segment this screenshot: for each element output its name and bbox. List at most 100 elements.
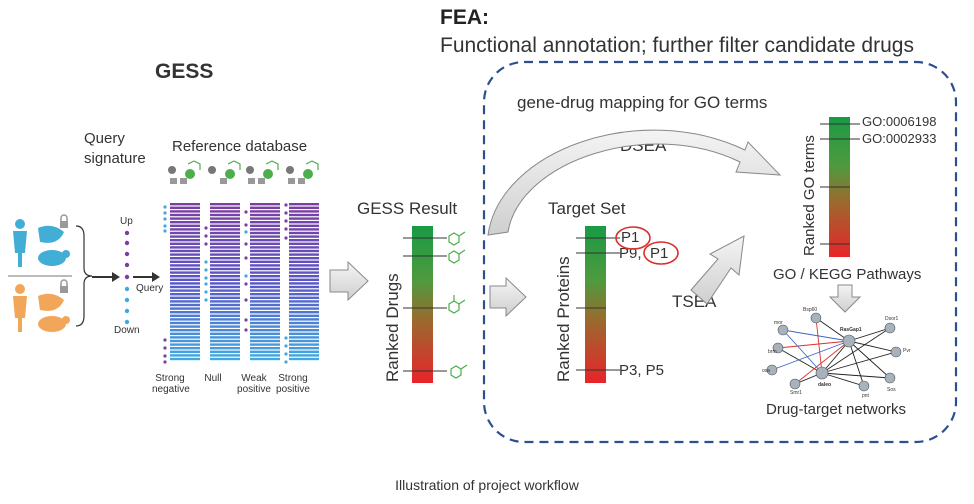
reference-dot	[204, 290, 208, 294]
reference-bar-row	[210, 253, 240, 256]
reference-dot	[284, 352, 288, 356]
reference-bar-row	[289, 221, 319, 224]
highlight-circle-p1-top	[615, 226, 651, 250]
reference-bar-row	[210, 321, 240, 325]
network-node-label: mor	[774, 320, 783, 326]
reference-bar-row	[170, 314, 200, 317]
reference-dot	[204, 226, 208, 230]
reference-dot	[244, 282, 248, 286]
reference-bar-row	[170, 296, 200, 299]
reference-dot	[163, 360, 167, 364]
reference-bar-row	[170, 206, 200, 209]
reference-bar-row	[170, 228, 200, 231]
reference-bar-row	[210, 206, 240, 209]
reference-bar-row	[250, 350, 280, 353]
mouse-orange-icon	[38, 316, 70, 332]
reference-bar-row	[210, 264, 240, 267]
reference-bar-row	[289, 314, 319, 317]
reference-bar-row	[250, 210, 280, 213]
reference-dot	[244, 298, 248, 302]
reference-dot	[204, 298, 208, 302]
reference-bar-row	[210, 329, 240, 332]
reference-bar-row	[250, 325, 280, 328]
reference-bar-row	[289, 336, 319, 339]
reference-bar-row	[289, 354, 319, 357]
reference-bar-row	[170, 321, 200, 325]
reference-bar-row	[250, 260, 280, 263]
reference-bar-row	[289, 347, 319, 350]
reference-bar-row	[289, 235, 319, 238]
reference-bar-row	[210, 296, 240, 299]
reference-bar-row	[289, 339, 319, 343]
reference-bar-row	[210, 343, 240, 346]
reference-dot	[284, 360, 288, 364]
reference-bar-row	[250, 329, 280, 332]
reference-bar-row	[170, 336, 200, 339]
reference-bar-row	[210, 260, 240, 263]
reference-bar-row	[289, 293, 319, 296]
reference-bar-row	[250, 257, 280, 260]
drug-target-network-graph: morBsp60RasGap1Dsor1PvrbrmosaSosSmr1dale…	[762, 307, 911, 399]
reference-icons	[168, 160, 319, 184]
reference-bar-row	[289, 307, 319, 310]
reference-bar-row	[289, 264, 319, 267]
reference-bar-row	[289, 278, 319, 281]
reference-database-label: Reference database	[172, 138, 308, 155]
network-node-label: RasGap1	[840, 327, 862, 333]
reference-bar-row	[250, 278, 280, 281]
reference-bar-row	[210, 350, 240, 353]
block-arrow-to-network	[828, 284, 862, 313]
tissue-orange-icon	[38, 293, 64, 311]
figure-caption: Illustration of project workflow	[395, 477, 579, 493]
reference-dot	[244, 242, 248, 246]
reference-bar-row	[170, 278, 200, 281]
reference-bar-row	[289, 203, 319, 206]
reference-dot	[163, 354, 167, 358]
reference-bar-row	[250, 289, 280, 292]
reference-bar-row	[250, 303, 280, 307]
reference-bar-row	[210, 242, 240, 245]
reference-dot	[204, 260, 208, 264]
reference-bar-row	[250, 253, 280, 256]
query-signature-dots	[124, 230, 130, 325]
reference-bar-row	[289, 311, 319, 314]
reference-bar-row	[170, 267, 200, 271]
reference-bar-row	[289, 239, 319, 242]
reference-bar-row	[210, 307, 240, 310]
gene-drug-mapping-label: gene-drug mapping for GO terms	[517, 93, 768, 112]
column-label-null: Null	[204, 373, 222, 384]
reference-dot	[163, 211, 167, 215]
reference-bar-row	[170, 224, 200, 227]
reference-bar-row	[289, 303, 319, 307]
network-node-label: daleo	[818, 382, 831, 388]
reference-bar-row	[289, 357, 319, 361]
network-node-label: osa	[762, 368, 770, 374]
reference-dot	[204, 268, 208, 272]
reference-bar-row	[170, 307, 200, 310]
reference-bar-row	[210, 325, 240, 328]
reference-bar-row	[250, 307, 280, 310]
reference-bar-row	[289, 260, 319, 263]
fea-dashed-region	[482, 60, 958, 444]
drug-molecule-icons	[448, 231, 468, 379]
go-kegg-pathways-label: GO / KEGG Pathways	[773, 266, 922, 283]
reference-bar-row	[210, 357, 240, 361]
block-arrow-to-gess-result	[329, 260, 369, 302]
reference-bar-row	[289, 228, 319, 231]
reference-bar-row	[289, 271, 319, 274]
reference-bar-row	[170, 285, 200, 289]
reference-bar-row	[250, 321, 280, 325]
reference-bar-row	[210, 275, 240, 278]
reference-bar-row	[210, 224, 240, 227]
reference-bar-row	[170, 235, 200, 238]
organism-brace	[75, 225, 93, 327]
reference-bar-row	[289, 267, 319, 271]
reference-bar-row	[170, 249, 200, 253]
protein-p1-second: P1	[650, 245, 669, 262]
network-node-label: Smr1	[790, 390, 802, 396]
lock-icon-orange	[60, 279, 68, 293]
reference-bar-row	[250, 354, 280, 357]
reference-bar-row	[289, 213, 319, 217]
reference-database-dots	[163, 203, 288, 364]
